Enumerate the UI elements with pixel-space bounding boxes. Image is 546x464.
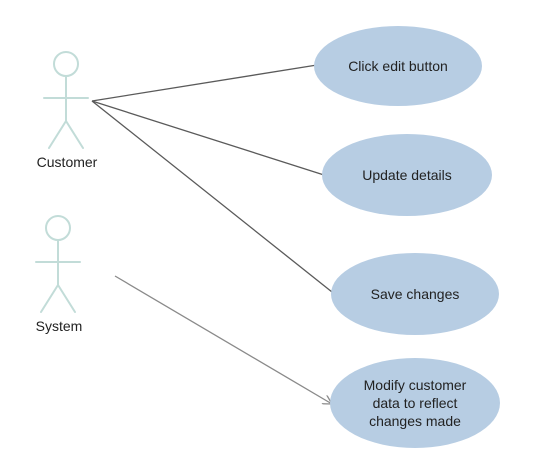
usecase-modify-data (330, 358, 500, 448)
association-system-modify-data (114, 275, 332, 404)
customer-actor-icon (43, 51, 89, 149)
usecase-click-edit-label: Click edit button (348, 58, 448, 74)
usecase-save-changes (331, 253, 499, 335)
actor-label-system: System (36, 318, 83, 334)
association-customer-save-changes (91, 100, 333, 293)
association-customer-update-details (91, 100, 325, 176)
actor-label-customer: Customer (37, 154, 98, 170)
association-customer-click-edit (91, 64, 318, 102)
usecase-modify-data-label-line-1: Modify customer (364, 377, 467, 393)
usecase-save-changes-label: Save changes (371, 286, 460, 302)
usecase-click-edit (314, 26, 482, 106)
system-actor-icon (35, 215, 81, 313)
usecase-modify-data-label-line-2: data to reflect (373, 395, 458, 411)
usecase-modify-data-label-line-3: changes made (369, 413, 461, 429)
usecase-update-details-label: Update details (362, 167, 452, 183)
usecase-update-details (322, 134, 492, 216)
